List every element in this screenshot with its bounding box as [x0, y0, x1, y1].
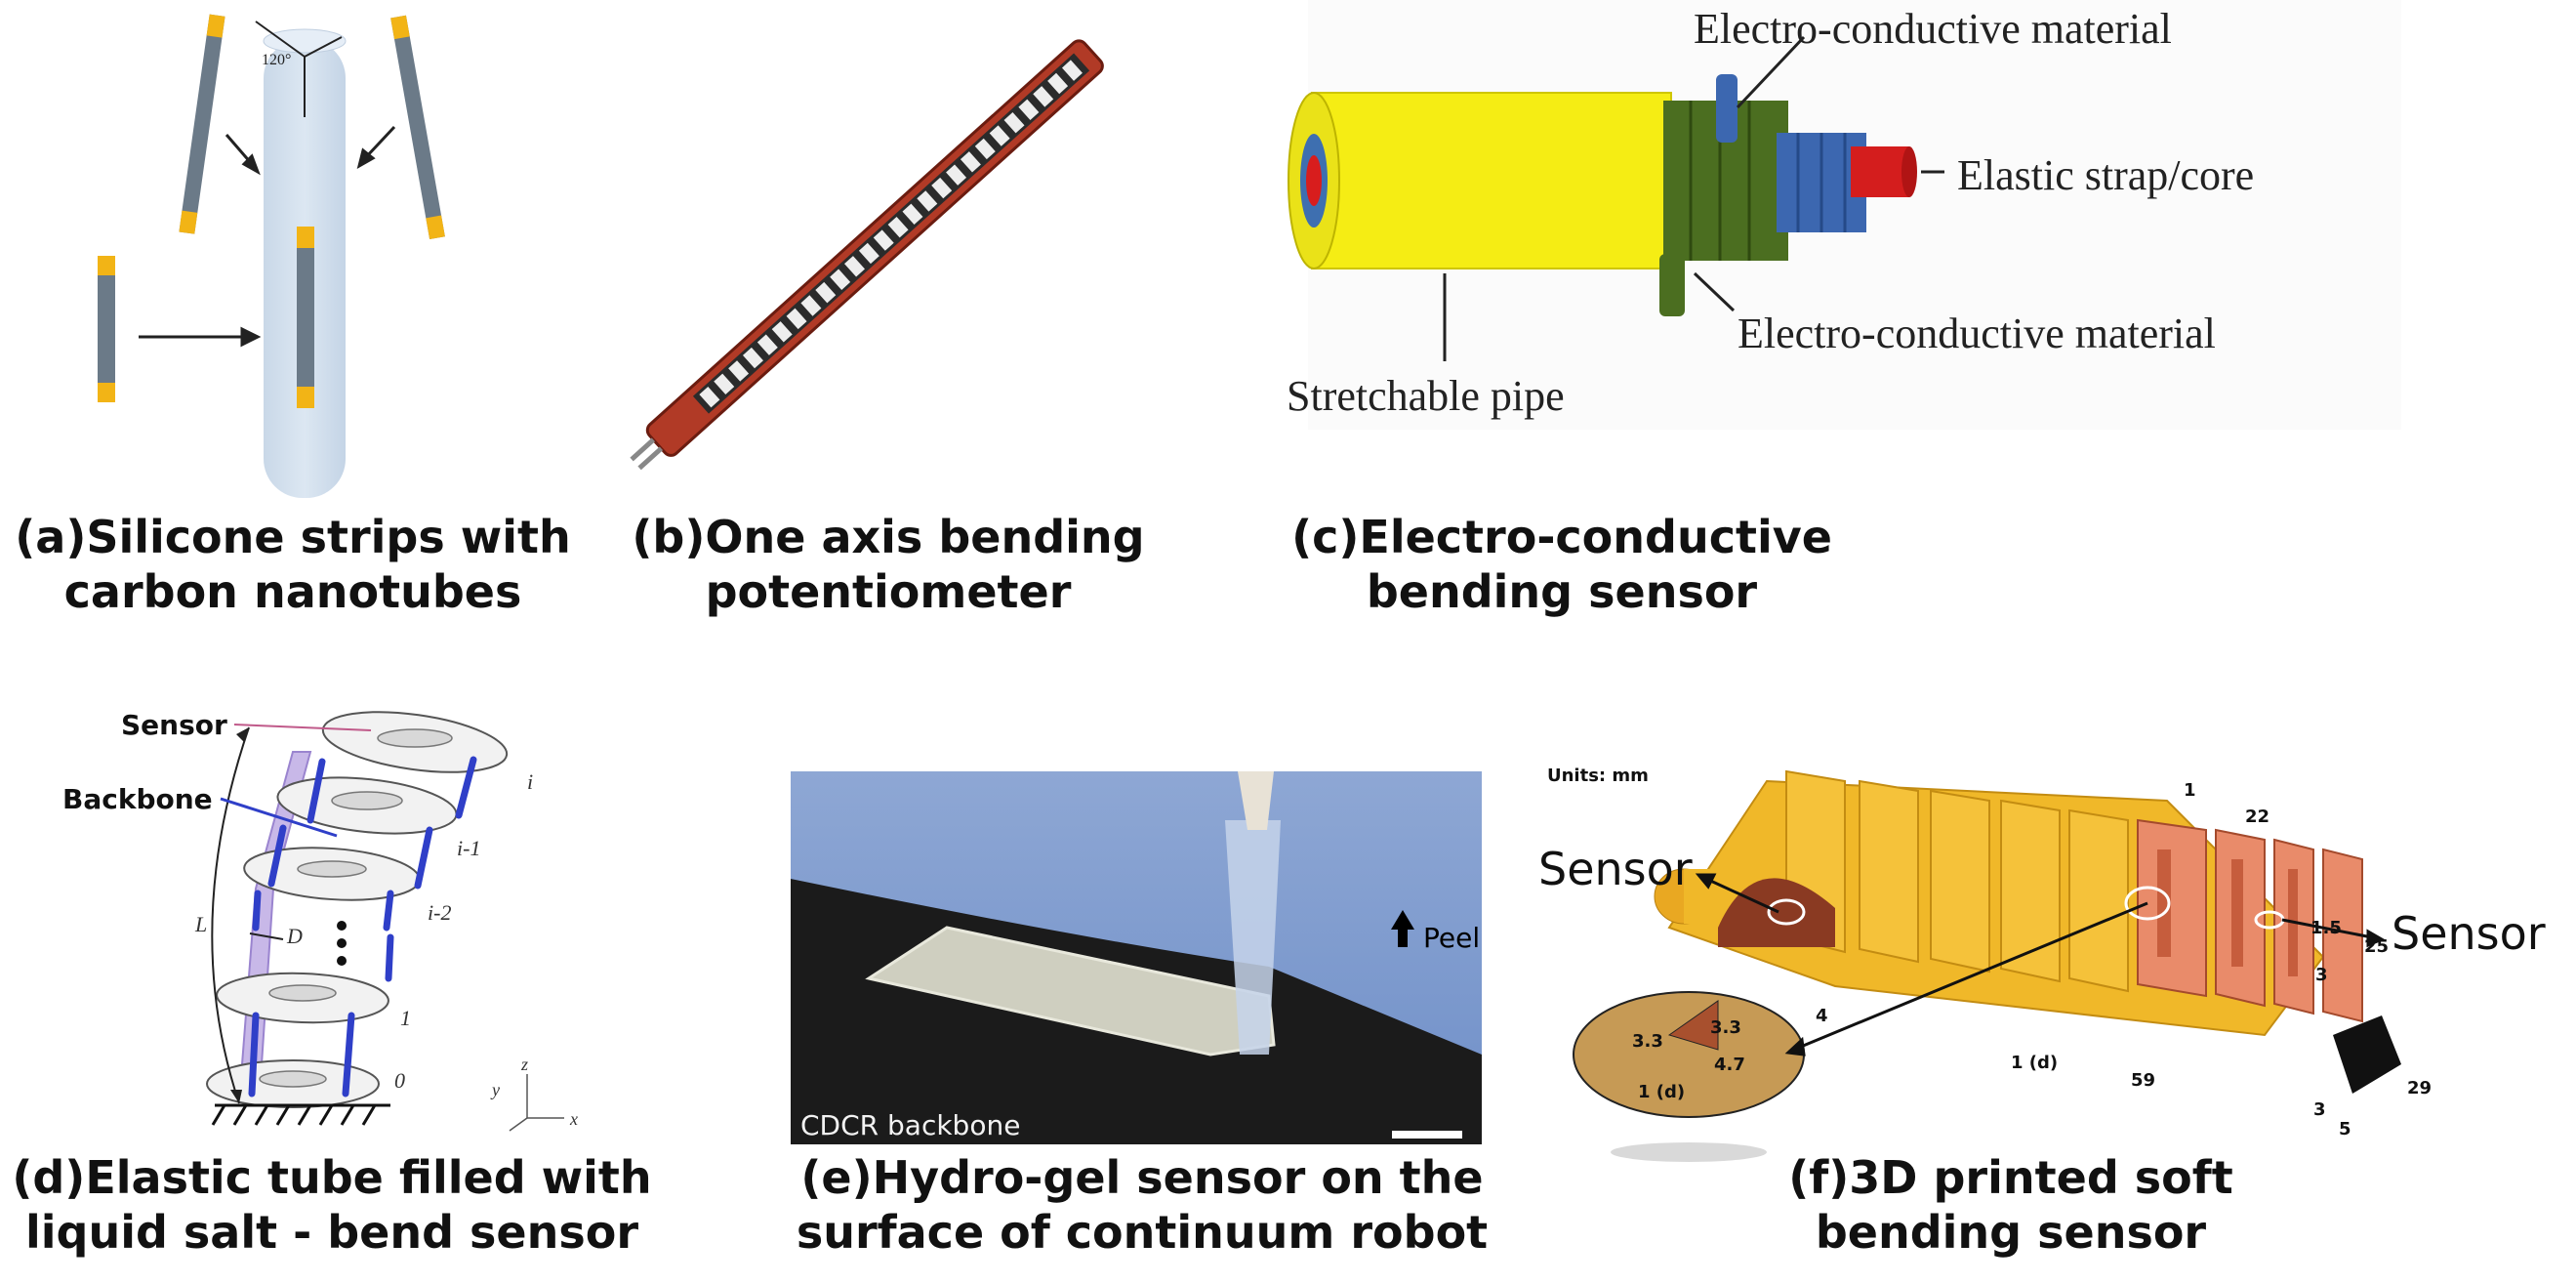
panel-b-potentiometer: (b)One axis bending potentiometer — [605, 0, 1230, 644]
dim-3: 3 — [2315, 965, 2328, 985]
dim-5: 5 — [2339, 1119, 2351, 1139]
zoom-dim-3-3-b: 3.3 — [1710, 1017, 1741, 1038]
panel-d-elastic-tube: Sensor Backbone i i-1 i-2 1 0 L D z y x … — [0, 644, 683, 1284]
potentiometer-diagram — [630, 39, 1104, 471]
label-sensor: Sensor — [121, 709, 227, 741]
salmon-fin-1 — [2137, 818, 2207, 998]
caption-c-line1: (c)Electro-conductive — [1291, 511, 1832, 563]
label-cdcr-backbone: CDCR backbone — [800, 1109, 1020, 1141]
caption-e-line1: (e)Hydro-gel sensor on the — [800, 1151, 1484, 1204]
panel-f-3d-printed: Units: mm Sensor Sensor 1 22 1.5 25 3 4 … — [1523, 644, 2576, 1284]
label-backbone: Backbone — [62, 783, 213, 815]
dim-4: 4 — [1816, 1006, 1828, 1026]
strip-left-bottom — [98, 256, 115, 402]
caption-b-line1: (b)One axis bending — [632, 511, 1145, 563]
label-elastic-core: Elastic strap/core — [1957, 151, 2254, 199]
label-disc-i-2: i-2 — [428, 900, 451, 925]
dim-3-bottom: 3 — [2313, 1099, 2326, 1120]
caption-f-line2: bending sensor — [1815, 1206, 2207, 1259]
silicone-strips-diagram: 120° — [98, 14, 445, 498]
hydrogel-photo: Peel CDCR backbone — [791, 771, 1482, 1144]
label-sensor-right: Sensor — [2392, 907, 2546, 960]
label-disc-i-1: i-1 — [457, 836, 480, 860]
label-length: L — [194, 912, 207, 936]
dim-59: 59 — [2131, 1070, 2155, 1091]
label-top-material: Electro-conductive material — [1694, 5, 2172, 53]
caption-c-line2: bending sensor — [1366, 565, 1758, 618]
dim-1-top: 1 — [2184, 780, 2196, 801]
label-stretchable-pipe: Stretchable pipe — [1287, 372, 1565, 420]
caption-a-line1: (a)Silicone strips with — [15, 511, 571, 563]
elastic-tube-diagram: Sensor Backbone i i-1 i-2 1 0 L D z y x — [62, 709, 578, 1132]
zoom-dim-1d: 1 (d) — [1638, 1082, 1685, 1102]
dim-29: 29 — [2407, 1078, 2432, 1098]
zoom-detail — [1573, 991, 1805, 1118]
strip-left-top — [179, 14, 225, 234]
units-label: Units: mm — [1547, 766, 1649, 786]
dim-1d: 1 (d) — [2011, 1053, 2058, 1073]
axis-y-label: y — [490, 1080, 500, 1099]
3d-printed-sensor-diagram: Units: mm Sensor Sensor 1 22 1.5 25 3 4 … — [1538, 762, 2546, 1162]
caption-a-line2: carbon nanotubes — [63, 565, 522, 618]
label-sensor-left: Sensor — [1538, 843, 1693, 895]
caption-e-line2: surface of continuum robot — [796, 1206, 1489, 1259]
dim-25: 25 — [2364, 936, 2389, 957]
stretchable-pipe — [1311, 92, 1672, 269]
strip-on-cylinder — [297, 227, 314, 408]
dim-22: 22 — [2245, 807, 2269, 827]
label-disc-0: 0 — [394, 1068, 405, 1093]
caption-d-line2: liquid salt - bend sensor — [24, 1206, 639, 1259]
zoom-dim-4-7: 4.7 — [1714, 1055, 1745, 1075]
axis-x-label: x — [569, 1109, 578, 1129]
elastic-core — [1851, 146, 1909, 197]
panel-a-silicone-strips: 120° (a)Silicone strips w — [0, 0, 605, 644]
electro-conductive-diagram: Electro-conductive material Elastic stra… — [1287, 0, 2401, 430]
strip-right-top — [390, 15, 445, 239]
label-bottom-material: Electro-conductive material — [1738, 310, 2216, 357]
dim-1-5: 1.5 — [2310, 918, 2342, 938]
panel-c-electro-conductive: Electro-conductive material Elastic stra… — [1249, 0, 2576, 644]
label-peel: Peel — [1423, 922, 1480, 954]
label-disc-1: 1 — [400, 1006, 411, 1030]
angle-label: 120° — [262, 52, 291, 68]
label-disc-i: i — [527, 769, 533, 794]
caption-d-line1: (d)Elastic tube filled with — [12, 1151, 652, 1204]
caption-f-line1: (f)3D printed soft — [1788, 1151, 2233, 1204]
zoom-dim-3-3-a: 3.3 — [1632, 1031, 1663, 1052]
hydrogel-film — [865, 926, 1276, 1056]
axis-z-label: z — [520, 1055, 528, 1074]
caption-b-line2: potentiometer — [705, 565, 1072, 618]
panel-e-hydrogel: Peel CDCR backbone (e)Hydro-gel sensor o… — [781, 644, 1523, 1284]
label-diameter: D — [286, 924, 303, 948]
